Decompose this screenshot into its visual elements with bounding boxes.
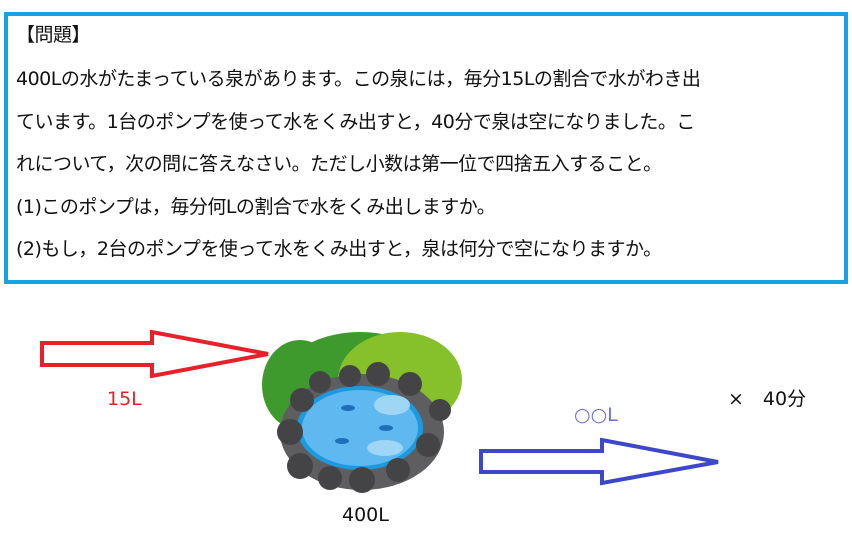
problem-line-1: 400Lの水がたまっている泉があります。この泉には，毎分15Lの割合で水がわき出 <box>16 68 701 90</box>
problem-box: 【問題】 400Lの水がたまっている泉があります。この泉には，毎分15Lの割合で… <box>4 12 848 284</box>
inflow-arrow-icon <box>40 329 269 379</box>
problem-line-3: れについて，次の問に答えなさい。ただし小数は第一位で四捨五入すること。 <box>16 153 662 175</box>
time-label: × 40分 <box>728 388 807 410</box>
pond-volume-label: 400L <box>342 504 389 526</box>
inflow-label: 15L <box>107 388 142 410</box>
problem-heading: 【問題】 <box>16 24 91 46</box>
outflow-arrow-icon <box>479 437 719 486</box>
outflow-label: ○○L <box>574 404 618 426</box>
question-1: (1)このポンプは，毎分何Lの割合で水をくみ出しますか。 <box>16 196 496 218</box>
problem-line-2: ています。1台のポンプを使って水をくみ出すと，40分で泉は空になりました。こ <box>16 111 695 133</box>
question-2: (2)もし，2台のポンプを使って水をくみ出すと，泉は何分で空になりますか。 <box>16 238 662 260</box>
pond-icon <box>262 332 462 493</box>
